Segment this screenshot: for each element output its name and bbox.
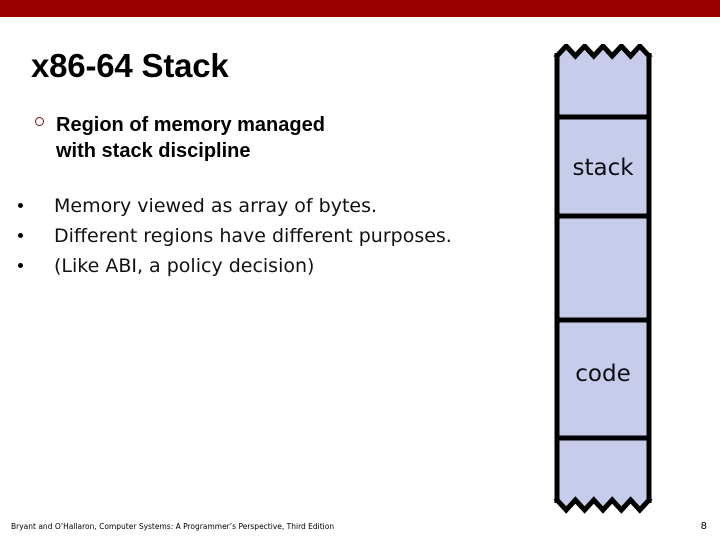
list-item: Memory viewed as array of bytes. [0,191,560,221]
memory-layout-diagram: stack code [548,44,660,522]
primary-bullet-line-2: with stack discipline [56,140,251,162]
list-item: Different regions have different purpose… [0,221,560,251]
segment-label-stack: stack [572,155,634,181]
list-item-label: Memory viewed as array of bytes. [54,195,378,217]
zigzag-bottom-edge-icon [553,496,653,514]
list-item-label: (Like ABI, a policy decision) [54,255,315,277]
dot-bullet-icon [18,233,23,238]
top-red-band [0,0,720,17]
list-item-label: Different regions have different purpose… [54,225,452,247]
page-title: x86-64 Stack [31,47,229,84]
dot-bullet-icon [18,263,23,268]
segment-label-code: code [575,361,630,387]
list-item: (Like ABI, a policy decision) [0,251,560,281]
zigzag-top-edge-icon [553,44,653,60]
primary-bullet-item: Region of memory managed with stack disc… [0,112,560,164]
hollow-circle-bullet-icon [35,117,44,126]
footer-citation: Bryant and O’Hallaron, Computer Systems:… [11,522,335,531]
secondary-bullet-list: Memory viewed as array of bytes. Differe… [0,191,560,281]
page-number: 8 [700,521,707,532]
primary-bullet-line-1: Region of memory managed [56,114,325,136]
memory-column-fill [557,46,649,510]
slide-body: Region of memory managed with stack disc… [0,112,560,281]
dot-bullet-icon [18,203,23,208]
